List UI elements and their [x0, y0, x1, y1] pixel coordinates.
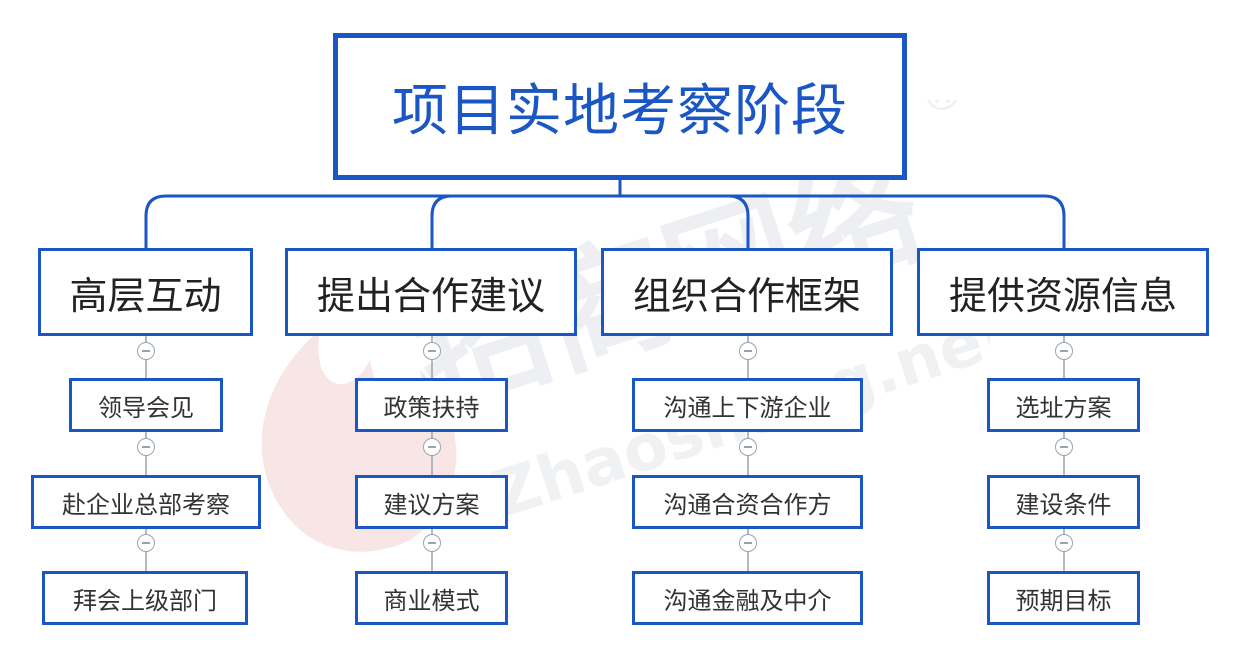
category-node-cooperation-framework[interactable]: 组织合作框架 [601, 248, 893, 336]
leaf-label: 领导会见 [98, 393, 194, 422]
category-node-cooperation-proposal[interactable]: 提出合作建议 [285, 248, 577, 336]
collapse-toggle-icon[interactable] [739, 534, 757, 552]
collapse-toggle-icon[interactable] [1055, 342, 1073, 360]
leaf-node[interactable]: 商业模式 [355, 571, 508, 625]
category-node-resource-info[interactable]: 提供资源信息 [917, 248, 1209, 336]
collapse-toggle-icon[interactable] [423, 438, 441, 456]
leaf-label: 沟通金融及中介 [663, 586, 832, 615]
leaf-label: 政策扶持 [383, 393, 480, 422]
leaf-node[interactable]: 沟通合资合作方 [632, 475, 863, 529]
leaf-node[interactable]: 沟通上下游企业 [632, 378, 863, 432]
leaf-label: 商业模式 [383, 586, 480, 615]
leaf-label: 沟通上下游企业 [663, 393, 832, 422]
collapse-toggle-icon[interactable] [137, 534, 155, 552]
category-label: 提供资源信息 [948, 273, 1177, 318]
collapse-toggle-icon[interactable] [739, 342, 757, 360]
collapse-toggle-icon[interactable] [137, 438, 155, 456]
leaf-label: 预期目标 [1015, 586, 1112, 615]
leaf-node[interactable]: 领导会见 [69, 378, 223, 432]
root-node[interactable]: 项目实地考察阶段 [333, 33, 907, 180]
leaf-node[interactable]: 建设条件 [987, 475, 1140, 529]
collapse-toggle-icon[interactable] [423, 342, 441, 360]
branch-connector-1 [144, 194, 620, 248]
branch-connector-4 [620, 194, 1066, 248]
branch-connector-3 [620, 194, 750, 248]
category-label: 组织合作框架 [632, 273, 861, 318]
leaf-node[interactable]: 赴企业总部考察 [31, 475, 261, 529]
leaf-node[interactable]: 选址方案 [987, 378, 1140, 432]
leaf-label: 沟通合资合作方 [663, 490, 832, 519]
leaf-label: 建设条件 [1015, 490, 1112, 519]
category-node-high-level-interaction[interactable]: 高层互动 [38, 248, 253, 336]
leaf-label: 建议方案 [383, 490, 480, 519]
leaf-node[interactable]: 预期目标 [987, 571, 1140, 625]
leaf-node[interactable]: 拜会上级部门 [42, 571, 248, 625]
root-node-label: 项目实地考察阶段 [392, 79, 848, 144]
leaf-label: 拜会上级部门 [73, 586, 217, 615]
leaf-label: 赴企业总部考察 [62, 490, 230, 519]
leaf-node[interactable]: 沟通金融及中介 [632, 571, 863, 625]
collapse-toggle-icon[interactable] [739, 438, 757, 456]
branch-connector-2 [430, 194, 620, 248]
category-label: 高层互动 [69, 273, 222, 318]
leaf-label: 选址方案 [1015, 393, 1112, 422]
category-label: 提出合作建议 [316, 273, 545, 318]
leaf-node[interactable]: 建议方案 [355, 475, 508, 529]
collapse-toggle-icon[interactable] [137, 342, 155, 360]
leaf-node[interactable]: 政策扶持 [355, 378, 508, 432]
collapse-toggle-icon[interactable] [423, 534, 441, 552]
collapse-toggle-icon[interactable] [1055, 534, 1073, 552]
collapse-toggle-icon[interactable] [1055, 438, 1073, 456]
